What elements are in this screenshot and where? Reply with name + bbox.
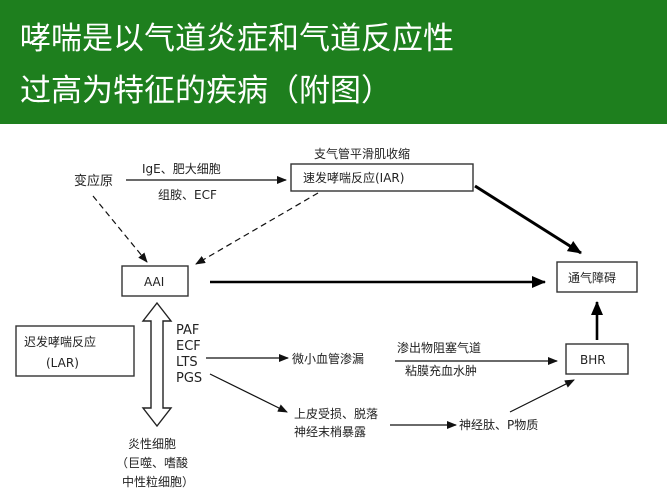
title-banner: 哮喘是以气道炎症和气道反应性 过高为特征的疾病（附图） [0,0,667,124]
mediator-ecf: ECF [176,339,201,354]
asthma-pathogenesis-diagram: 变应原 IgE、肥大细胞 组胺、ECF 支气管平滑肌收缩 速发哮喘反应(IAR)… [15,146,638,489]
inflammatory-cells-label-line-1: 炎性细胞 [128,437,176,451]
arrow-iar-to-airflow-limit [474,184,582,255]
arrow-allergen-to-aai-dashed [92,195,148,263]
double-arrow-aai-inflammatory-cells [141,301,173,428]
histamine-ecf-label: 组胺、ECF [158,188,217,202]
inflammatory-cells-label-line-3: 中性粒细胞） [122,474,194,489]
lar-label-line-2: (LAR) [46,356,79,370]
bhr-label: BHR [580,353,606,367]
mediator-pgs: PGS [176,371,202,386]
lar-label-line-1: 迟发哮喘反应 [24,334,96,349]
microvascular-label: 微小血管渗漏 [292,351,364,366]
exudate-label-line-1: 渗出物阻塞气道 [397,340,481,355]
epithelial-label-line-1: 上皮受损、脱落 [294,406,378,421]
airflow-limit-label: 通气障碍 [568,270,616,285]
exudate-label-line-2: 粘膜充血水肿 [405,363,477,378]
smooth-muscle-label: 支气管平滑肌收缩 [314,146,410,161]
inflammatory-cells-label-line-2: （巨噬、嗜酸 [116,455,188,470]
arrow-neuropeptide-to-bhr [509,379,575,413]
lar-box [15,325,135,377]
arrow-iar-to-aai-dashed [195,192,319,265]
iar-box [290,163,474,192]
iar-label: 速发哮喘反应(IAR) [303,170,404,185]
arrow-mediators-to-epithelial [209,373,288,413]
mediator-lts: LTS [176,355,198,370]
ige-mast-label: IgE、肥大细胞 [142,162,221,176]
mediator-paf: PAF [176,323,199,338]
allergen-label: 变应原 [74,173,113,189]
epithelial-label-line-2: 神经末梢暴露 [294,424,366,439]
airflow-limit-box [556,261,638,293]
slide-title-line-2: 过高为特征的疾病（附图） [20,73,392,109]
neuropeptide-label: 神经肽、P物质 [459,417,538,432]
aai-box [121,265,189,297]
aai-label: AAI [144,275,164,289]
bhr-box [565,343,629,375]
slide-title-line-1: 哮喘是以气道炎症和气道反应性 [20,21,454,57]
